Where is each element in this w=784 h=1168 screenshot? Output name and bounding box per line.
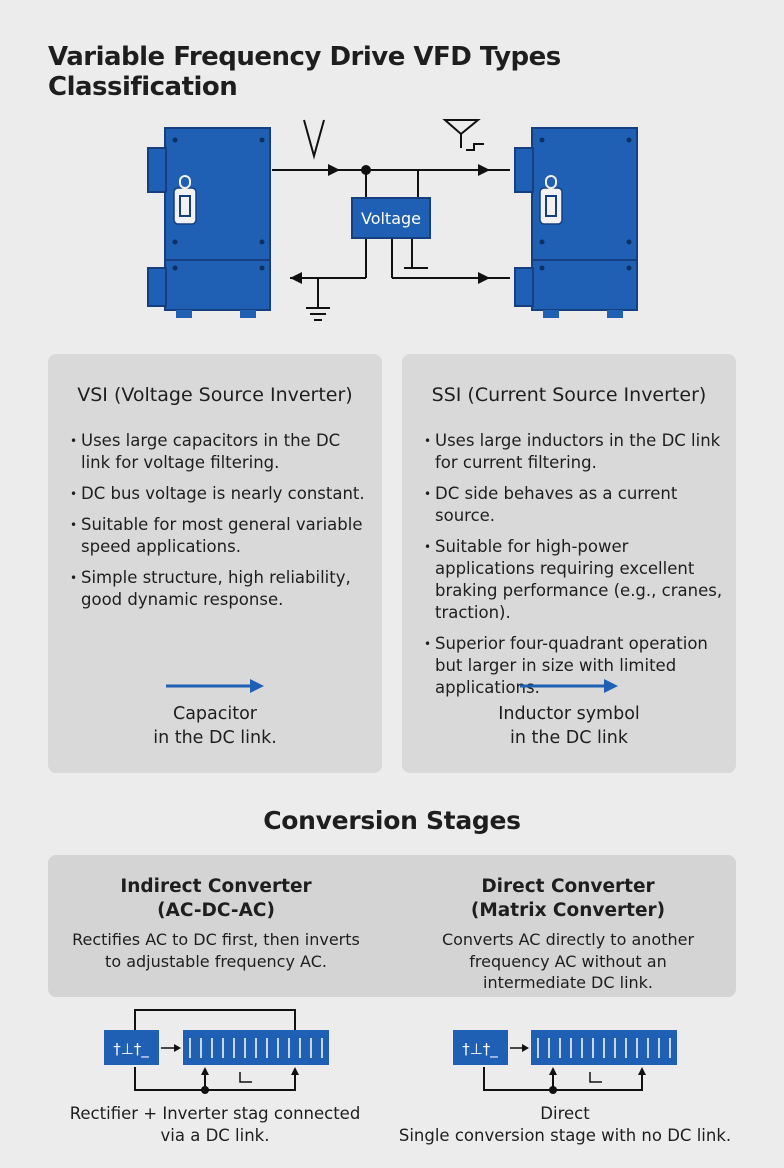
rectifier-symbol: †⊥†_: [462, 1040, 498, 1059]
inverter-stripes: [189, 1038, 323, 1058]
indirect-converter: Indirect Converter (AC-DC-AC) Rectifies …: [60, 875, 372, 972]
list-item: Uses large inductors in the DC link for …: [424, 430, 729, 474]
direct-caption: Direct Single conversion stage with no D…: [395, 1103, 735, 1147]
arrowhead: [290, 272, 302, 284]
ssi-panel: SSI (Current Source Inverter) Uses large…: [402, 354, 736, 773]
indirect-caption: Rectifier + Inverter stag connected via …: [60, 1103, 370, 1147]
vsi-caption-line2: in the DC link.: [153, 728, 277, 748]
indirect-heading-line2: (AC-DC-AC): [157, 900, 275, 921]
direct-block-diagram: †⊥†_: [453, 1030, 677, 1094]
wiring-lines: [272, 119, 510, 321]
direct-caption-line2: Single conversion stage with no DC link.: [398, 1126, 732, 1145]
right-drive-cabinet: [514, 127, 638, 318]
junction-node: [361, 165, 371, 175]
ssi-bullet-list: Uses large inductors in the DC link for …: [424, 430, 729, 708]
voltage-block: Voltage: [351, 197, 431, 239]
indirect-block-diagram: †⊥†_: [104, 1009, 329, 1094]
list-item: Suitable for high-power applications req…: [424, 536, 729, 624]
direct-description: Converts AC directly to another frequenc…: [412, 929, 724, 994]
matrix-stripes: [537, 1038, 671, 1058]
list-item: Suitable for most general variable speed…: [70, 514, 370, 558]
right-arrow-icon: [166, 679, 264, 693]
indirect-desc-line1: Rectifies AC to DC first, then inverts: [72, 930, 360, 949]
direct-converter: Direct Converter (Matrix Converter) Conv…: [412, 875, 724, 994]
indirect-description: Rectifies AC to DC first, then inverts t…: [60, 929, 372, 972]
vsi-caption-line1: Capacitor: [172, 704, 258, 724]
list-item: Simple structure, high reliability, good…: [70, 567, 370, 611]
ssi-caption-line1: Inductor symbol: [498, 704, 640, 724]
voltage-label: Voltage: [361, 209, 421, 228]
direct-caption-line1: Direct: [540, 1104, 590, 1123]
ssi-caption-line2: in the DC link: [509, 728, 628, 748]
conversion-panel: Indirect Converter (AC-DC-AC) Rectifies …: [48, 855, 736, 997]
page-title: Variable Frequency Drive VFD Types Class…: [48, 42, 561, 102]
direct-desc-line3: intermediate DC link.: [483, 973, 653, 992]
conversion-stages-title: Conversion Stages: [263, 806, 521, 835]
vsi-bullet-list: Uses large capacitors in the DC link for…: [70, 430, 370, 620]
vfd-wiring-diagram: Voltage: [147, 119, 638, 321]
converter-block-diagrams: †⊥†_ †⊥†_: [104, 1009, 677, 1094]
direct-desc-line1: Converts AC directly to another: [441, 930, 695, 949]
indirect-caption-line2: via a DC link.: [160, 1126, 270, 1145]
list-item: Superior four-quadrant operation but lar…: [424, 633, 729, 699]
arrowhead: [478, 272, 490, 284]
arrowhead: [328, 164, 340, 176]
left-drive-cabinet: [147, 127, 271, 318]
indirect-desc-line2: to adjustable frequency AC.: [105, 951, 327, 971]
arrowhead: [478, 164, 490, 176]
rectifier-symbol: †⊥†_: [113, 1040, 149, 1059]
direct-heading-line1: Direct Converter: [481, 876, 655, 897]
vsi-heading: VSI (Voltage Source Inverter): [77, 384, 353, 406]
direct-heading-line2: (Matrix Converter): [470, 900, 666, 921]
indirect-caption-line1: Rectifier + Inverter stag connected: [69, 1104, 361, 1123]
list-item: Uses large capacitors in the DC link for…: [70, 430, 370, 474]
indirect-heading-line1: Indirect Converter: [120, 876, 312, 897]
direct-desc-line2: frequency AC without an: [469, 951, 667, 971]
list-item: DC bus voltage is nearly constant.: [70, 483, 370, 505]
right-arrow-icon: [520, 679, 618, 693]
list-item: DC side behaves as a current source.: [424, 483, 729, 527]
vsi-panel: VSI (Voltage Source Inverter) Uses large…: [48, 354, 382, 773]
ssi-heading: SSI (Current Source Inverter): [431, 384, 707, 406]
